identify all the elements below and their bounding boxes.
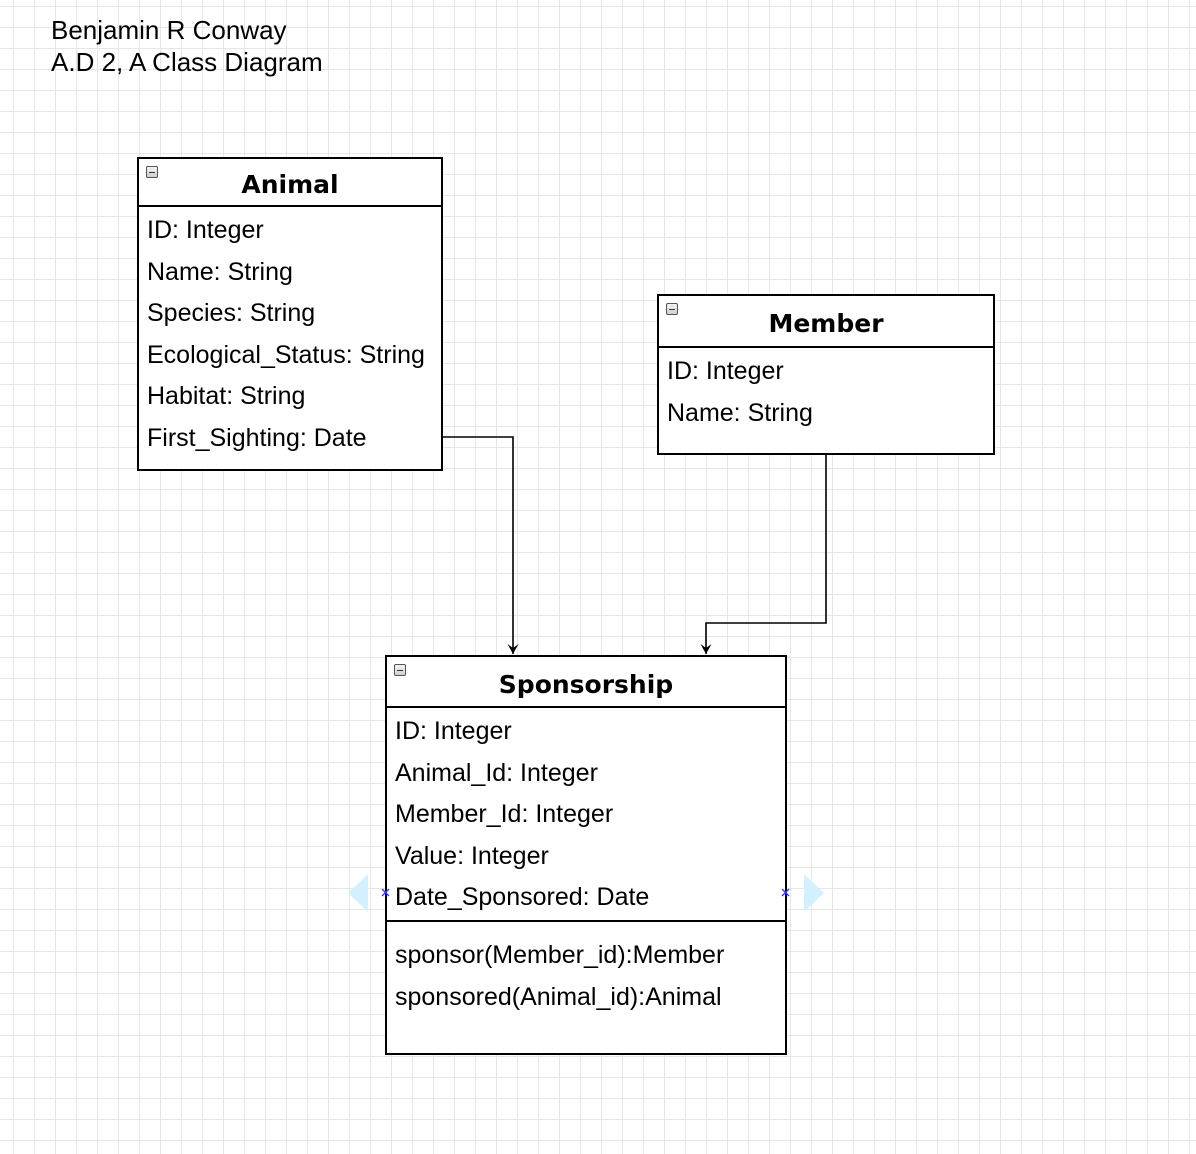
class-animal-header[interactable]: Animal <box>139 159 441 207</box>
attribute-row[interactable]: Species: String <box>147 299 316 327</box>
attribute-row[interactable]: Name: String <box>667 398 813 427</box>
diagram-subtitle: A.D 2, A Class Diagram <box>51 47 323 77</box>
author-name: Benjamin R Conway <box>51 15 287 45</box>
method-row[interactable]: sponsor(Member_id):Member <box>395 941 725 969</box>
connection-point-marker[interactable] <box>780 887 791 898</box>
attribute-row[interactable]: Value: Integer <box>395 841 549 870</box>
attribute-row[interactable]: Name: String <box>147 257 293 286</box>
method-row[interactable]: sponsored(Animal_id):Animal <box>395 982 722 1011</box>
class-sponsorship-name: Sponsorship <box>498 670 674 699</box>
attribute-row[interactable]: ID: Integer <box>667 357 784 385</box>
class-animal[interactable]: Animal ID: Integer Name: String Species:… <box>137 157 443 471</box>
attribute-row[interactable]: ID: Integer <box>147 216 264 244</box>
attribute-row[interactable]: Habitat: String <box>147 382 306 410</box>
collapse-icon[interactable] <box>666 303 678 315</box>
attribute-row[interactable]: ID: Integer <box>395 717 512 745</box>
class-sponsorship[interactable]: Sponsorship ID: Integer Animal_Id: Integ… <box>385 655 787 1055</box>
arrow-right-handle-icon[interactable] <box>802 873 826 913</box>
collapse-icon[interactable] <box>146 166 158 178</box>
attribute-row[interactable]: Ecological_Status: String <box>147 340 425 369</box>
arrow-left-handle-icon[interactable] <box>346 873 370 913</box>
class-member-name: Member <box>768 309 884 338</box>
connector-member-sponsorship[interactable] <box>700 455 827 654</box>
attribute-row[interactable]: First_Sighting: Date <box>147 423 367 452</box>
class-animal-name: Animal <box>241 170 339 199</box>
class-member-attributes: ID: Integer Name: String <box>659 348 993 437</box>
class-member[interactable]: Member ID: Integer Name: String <box>657 294 995 455</box>
attribute-row[interactable]: Date_Sponsored: Date <box>395 883 650 911</box>
attribute-row[interactable]: Animal_Id: Integer <box>395 758 598 787</box>
connection-point-marker[interactable] <box>380 887 391 898</box>
collapse-icon[interactable] <box>394 664 406 676</box>
diagram-header: Benjamin R Conway A.D 2, A Class Diagram <box>51 14 323 78</box>
class-animal-attributes: ID: Integer Name: String Species: String… <box>139 207 441 462</box>
attribute-row[interactable]: Member_Id: Integer <box>395 800 614 828</box>
class-sponsorship-methods: sponsor(Member_id):Member sponsored(Anim… <box>387 920 785 1019</box>
connector-animal-sponsorship[interactable] <box>443 436 519 654</box>
class-member-header[interactable]: Member <box>659 296 993 348</box>
class-sponsorship-header[interactable]: Sponsorship <box>387 657 785 708</box>
class-sponsorship-attributes: ID: Integer Animal_Id: Integer Member_Id… <box>387 708 785 920</box>
